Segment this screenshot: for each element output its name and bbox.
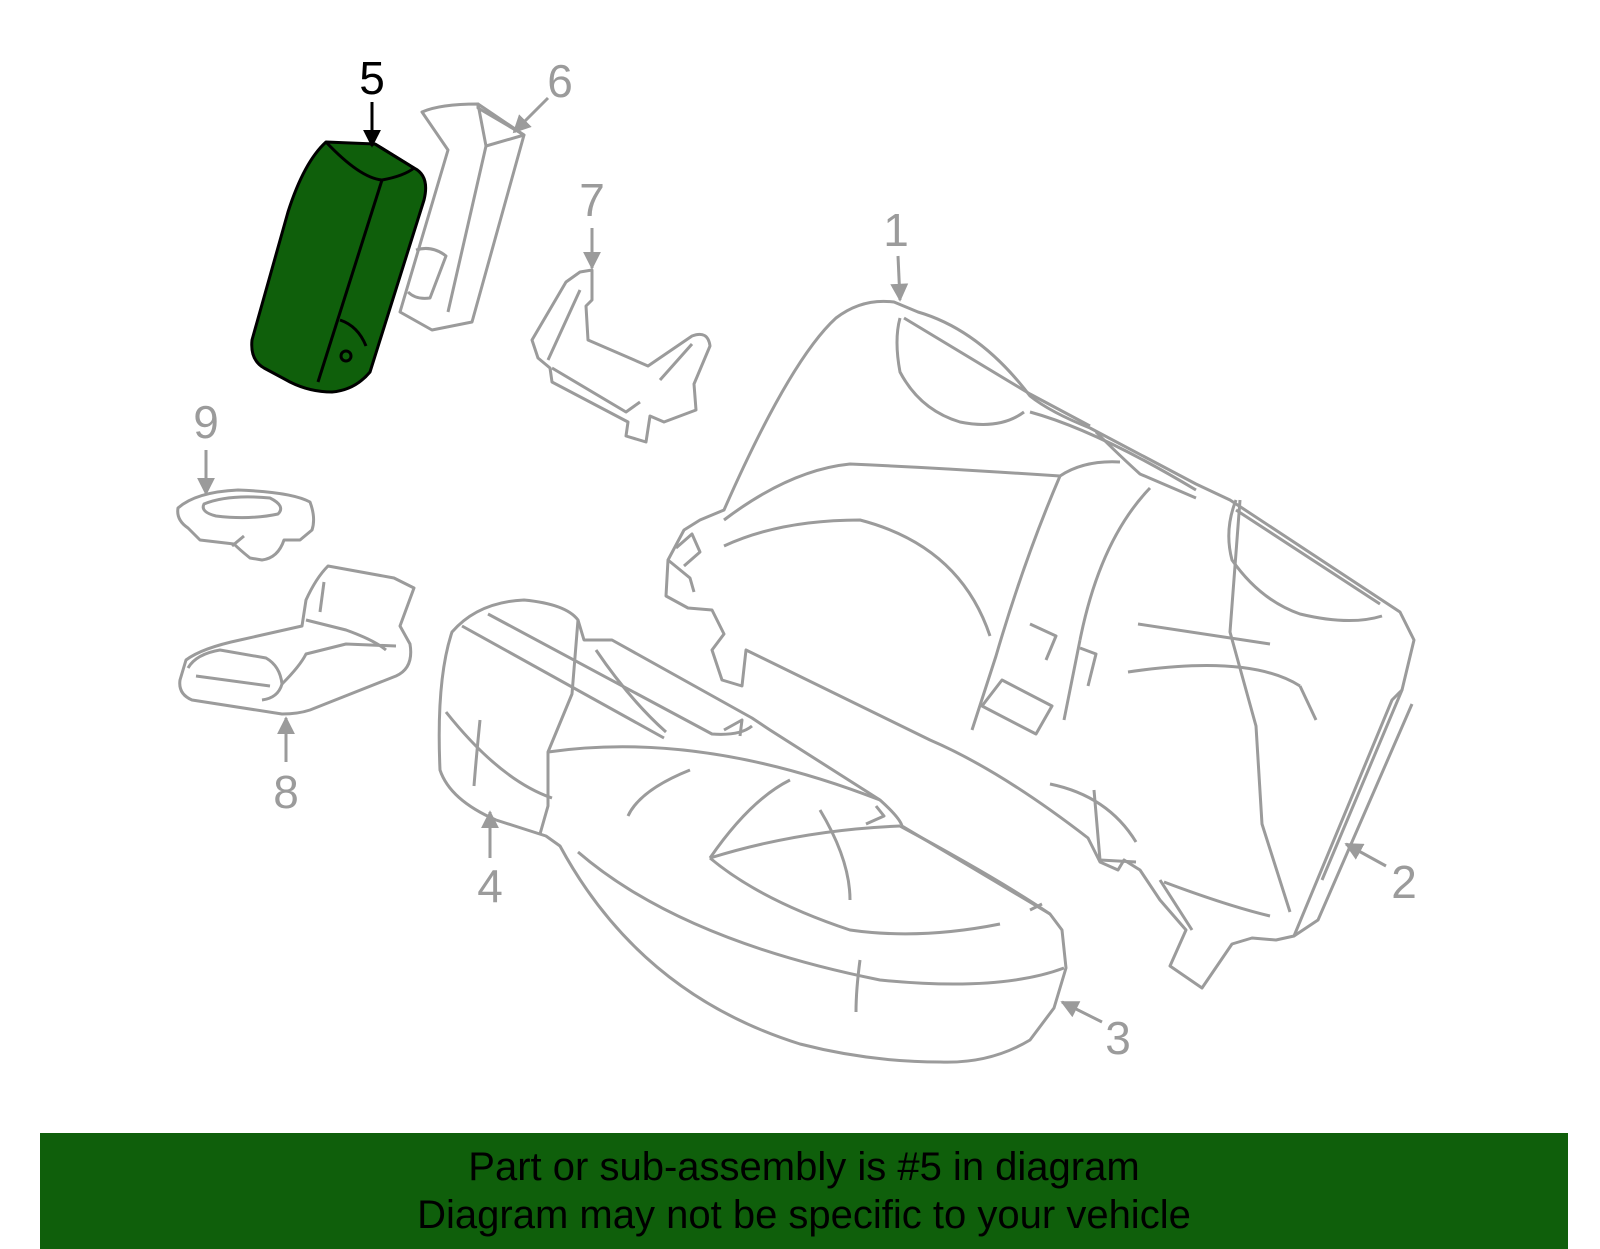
part-5-headrest xyxy=(250,140,428,394)
callout-8: 8 xyxy=(273,766,299,818)
part-9-cap xyxy=(176,488,316,562)
callout-7: 7 xyxy=(579,174,605,226)
arrow-1 xyxy=(890,255,909,302)
callout-labels: 5 6 7 1 9 8 4 2 3 xyxy=(193,52,1417,1064)
callout-2: 2 xyxy=(1391,856,1417,908)
callout-4: 4 xyxy=(477,860,503,912)
callout-5: 5 xyxy=(359,52,385,104)
caption-line-2: Diagram may not be specific to your vehi… xyxy=(417,1193,1191,1237)
part-8-armrest xyxy=(178,564,416,716)
part-3-seat-cushion xyxy=(437,598,1068,1064)
callout-9: 9 xyxy=(193,396,219,448)
arrow-2 xyxy=(1344,842,1387,868)
arrow-6 xyxy=(512,96,550,134)
part-6-headrest-trim xyxy=(398,102,526,332)
arrow-3 xyxy=(1060,1000,1103,1024)
callout-1: 1 xyxy=(883,204,909,256)
leader-arrows xyxy=(197,96,1387,1024)
callout-3: 3 xyxy=(1105,1012,1131,1064)
caption-line-1: Part or sub-assembly is #5 in diagram xyxy=(468,1145,1140,1189)
part-1-seat-back xyxy=(664,299,1416,990)
callout-6: 6 xyxy=(547,55,573,107)
caption-banner: Part or sub-assembly is #5 in diagram Di… xyxy=(40,1133,1568,1249)
part-7-bracket xyxy=(530,268,712,444)
